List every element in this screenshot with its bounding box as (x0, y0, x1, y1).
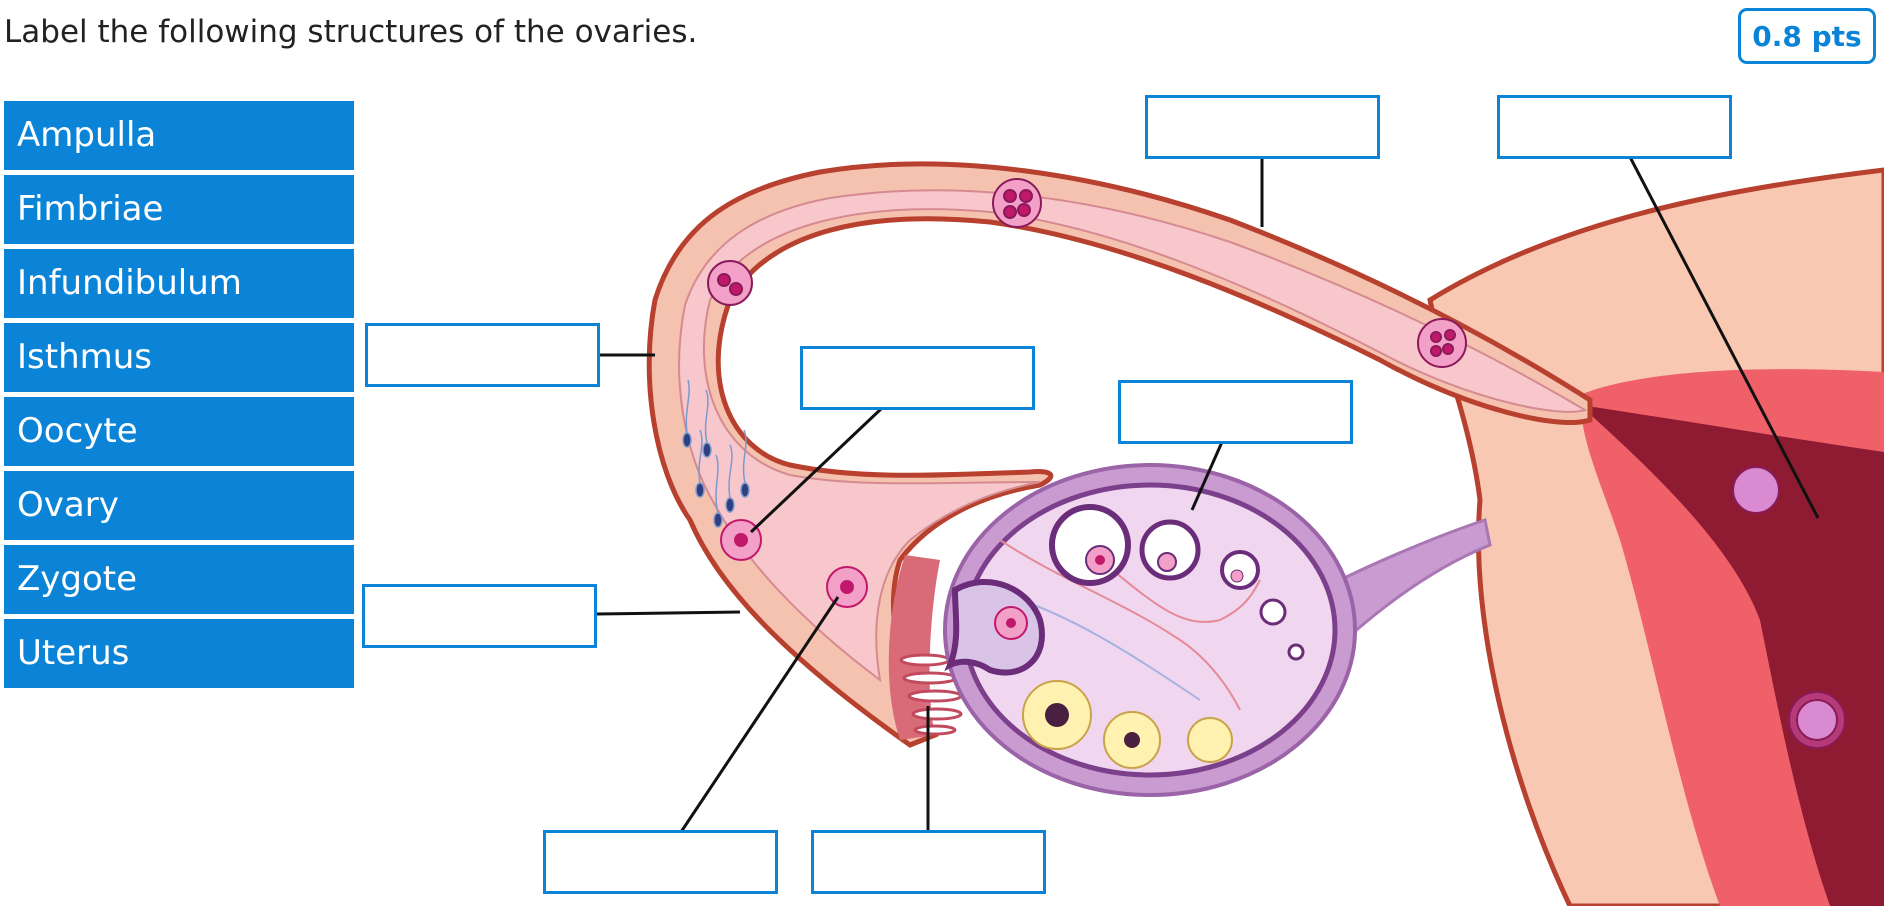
drop-target-1[interactable] (1145, 95, 1380, 159)
zygote-cell (826, 566, 868, 608)
drop-target-3[interactable] (365, 323, 600, 387)
label-chip-ovary[interactable]: Ovary (4, 471, 354, 540)
label-chip-isthmus[interactable]: Isthmus (4, 323, 354, 392)
drop-target-5[interactable] (1118, 380, 1353, 444)
label-chip-fimbriae[interactable]: Fimbriae (4, 175, 354, 244)
question-prompt: Label the following structures of the ov… (4, 14, 698, 50)
drop-target-6[interactable] (362, 584, 597, 648)
ovarian-ligament (1328, 518, 1492, 643)
label-chip-ampulla[interactable]: Ampulla (4, 101, 354, 170)
label-chip-oocyte[interactable]: Oocyte (4, 397, 354, 466)
label-chip-uterus[interactable]: Uterus (4, 619, 354, 688)
ovary-vessels (999, 539, 1261, 711)
ovary-follicles (1049, 504, 1305, 661)
cleavage-embryos (707, 178, 1846, 749)
points-badge: 0.8 pts (1738, 8, 1876, 64)
label-chip-zygote[interactable]: Zygote (4, 545, 354, 614)
fimbriae (888, 555, 963, 740)
label-chip-infundibulum[interactable]: Infundibulum (4, 249, 354, 318)
leader-lines (595, 156, 1820, 833)
uterus-cavity (1580, 405, 1884, 906)
word-bank: Ampulla Fimbriae Infundibulum Isthmus Oo… (4, 101, 354, 693)
oocyte-in-tube (720, 519, 762, 561)
sperm-cells (682, 379, 750, 528)
drop-target-2[interactable] (1497, 95, 1732, 159)
drop-target-4[interactable] (800, 346, 1035, 410)
corpus-luteum (1022, 680, 1233, 769)
drop-target-7[interactable] (543, 830, 778, 894)
drop-target-8[interactable] (811, 830, 1046, 894)
